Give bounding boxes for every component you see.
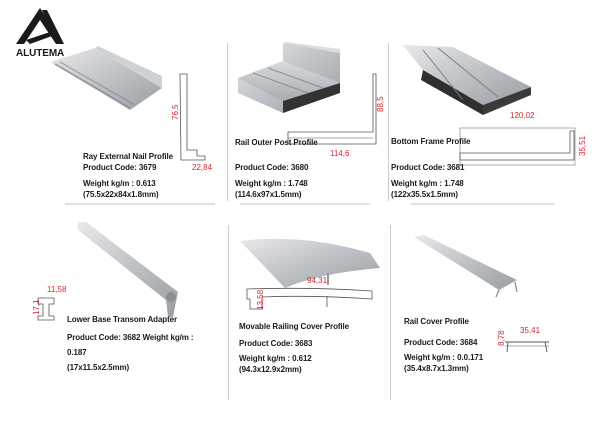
- brand-name: ALUTEMA: [16, 48, 65, 59]
- profile-image: [403, 45, 531, 115]
- product-title: Bottom Frame Profile: [391, 137, 471, 146]
- separator: [410, 203, 555, 205]
- product-code: Product Code: 3680: [235, 163, 309, 172]
- product-code: Product Code: 3679: [83, 163, 157, 172]
- profile-image: [78, 222, 178, 317]
- dimension-label: 76,5: [171, 104, 180, 120]
- dimension-label: 13,58: [256, 289, 265, 310]
- dimension-label: 114,6: [330, 149, 350, 158]
- dimension-label: 94,31: [307, 276, 328, 285]
- cross-section-drawing: [505, 341, 549, 353]
- product-title: Ray External Nail Profile: [83, 152, 173, 161]
- dimension-label: 35,51: [578, 135, 587, 156]
- product-dimensions: (114.6x97x1.5mm): [235, 190, 302, 199]
- profile-image: [238, 42, 340, 113]
- product-dimensions: (122x35.5x1.5mm): [391, 190, 458, 199]
- cross-section-drawing: [246, 287, 373, 310]
- product-title: Rail Cover Profile: [404, 317, 469, 326]
- dimension-label: 120,02: [510, 111, 535, 120]
- product-weight: Weight kg/m : 1.748: [391, 179, 464, 188]
- dimension-label: 8,78: [497, 330, 506, 346]
- dimension-label: 88,5: [376, 96, 385, 112]
- product-dimensions: (75.5x22x84x1.8mm): [83, 190, 159, 199]
- product-weight: Weight kg/m : 1.748: [235, 179, 308, 188]
- product-weight: 0.187: [67, 348, 87, 357]
- product-code: Product Code: 3684: [404, 338, 478, 347]
- divider: [227, 43, 228, 201]
- cross-section-drawing: [459, 127, 576, 166]
- dimension-label: 22,84: [192, 163, 213, 172]
- product-code: Product Code: 3682 Weight kg/m :: [67, 333, 194, 342]
- dimension-label: 35,41: [520, 326, 541, 335]
- divider: [228, 225, 229, 400]
- product-title: Rail Outer Post Profile: [235, 138, 318, 147]
- product-code: Product Code: 3683: [239, 339, 313, 348]
- dimension-label: 11,58: [47, 285, 67, 294]
- product-weight: Weight kg/m : 0.612: [239, 354, 312, 363]
- product-title: Movable Railing Cover Profile: [239, 322, 350, 331]
- logo-triangle-icon: [16, 8, 64, 44]
- product-dimensions: (94.3x12.9x2mm): [239, 365, 302, 374]
- product-code: Product Code: 3681: [391, 163, 465, 172]
- profile-image: [414, 235, 518, 298]
- cross-section-drawing: [179, 73, 206, 161]
- divider: [388, 43, 389, 201]
- separator: [65, 203, 215, 205]
- product-dimensions: (35.4x8.7x1.3mm): [404, 364, 469, 373]
- product-weight: Weight kg/m : 0.0.171: [404, 353, 484, 362]
- profile-image: [50, 46, 162, 110]
- separator: [240, 203, 370, 205]
- divider: [390, 225, 391, 400]
- product-title: Lower Base Transom Adapter: [67, 315, 178, 324]
- dimension-label: 17,1: [32, 299, 41, 315]
- product-weight: Weight kg/m : 0.613: [83, 179, 156, 188]
- profile-image: [240, 238, 380, 288]
- product-dimensions: (17x11.5x2.5mm): [67, 363, 130, 372]
- cross-section-drawing: [287, 73, 377, 145]
- cross-section-drawing: [37, 297, 55, 321]
- brand-logo: ALUTEMA: [16, 8, 66, 59]
